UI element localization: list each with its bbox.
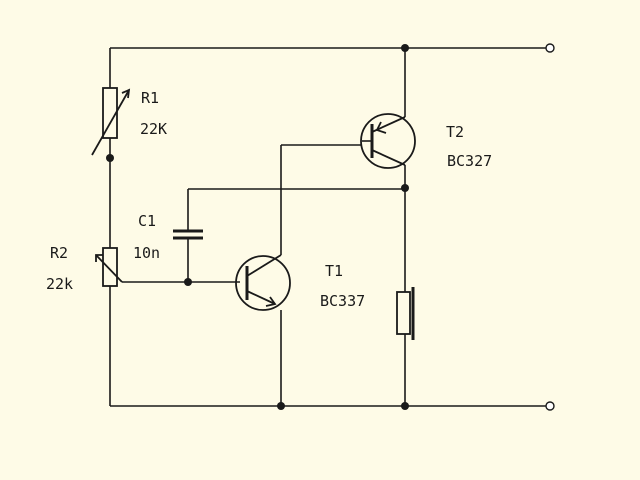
label-r1-value: 22K bbox=[140, 120, 167, 138]
capacitor-c1 bbox=[173, 189, 203, 282]
label-r2-value: 22k bbox=[46, 275, 73, 293]
junction-t1-emitter bbox=[277, 402, 285, 410]
terminal-top bbox=[545, 43, 555, 53]
resistor-r2 bbox=[95, 247, 123, 287]
label-c1-ref: C1 bbox=[138, 212, 156, 230]
resistor-r1 bbox=[91, 87, 131, 156]
label-t1-value: BC337 bbox=[320, 292, 365, 310]
junction-bottom-right bbox=[401, 402, 409, 410]
junction-top-right bbox=[401, 44, 409, 52]
label-t2-value: BC327 bbox=[447, 152, 492, 170]
junction-t2-collector bbox=[401, 184, 409, 192]
label-t2-ref: T2 bbox=[446, 123, 464, 141]
buzzer bbox=[396, 287, 415, 340]
label-c1-value: 10n bbox=[133, 244, 160, 262]
label-r1-ref: R1 bbox=[141, 89, 159, 107]
t1-collector-wire bbox=[280, 144, 362, 255]
label-t1-ref: T1 bbox=[325, 262, 343, 280]
terminal-bottom bbox=[545, 401, 555, 411]
transistor-t1 bbox=[235, 254, 291, 311]
transistor-t2 bbox=[360, 113, 416, 169]
junction-r1-bottom bbox=[106, 154, 114, 162]
label-r2-ref: R2 bbox=[50, 244, 68, 262]
